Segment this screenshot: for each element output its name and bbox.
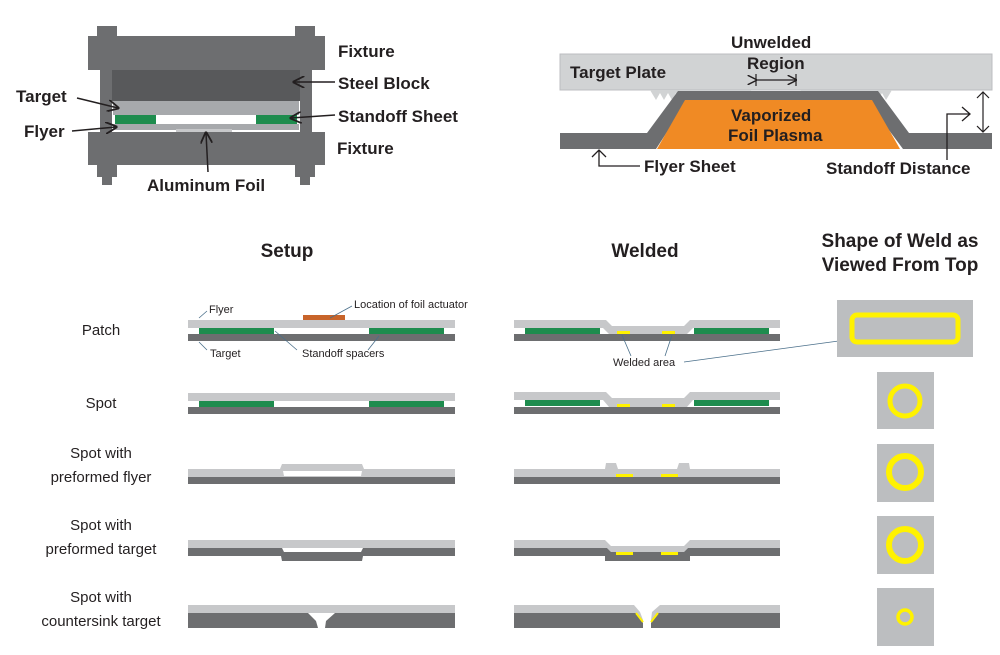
label-unwelded-region-2: Region — [747, 54, 805, 73]
row-label-preformed-target-1: Spot with — [70, 517, 132, 534]
row-label-countersink-1: Spot with — [70, 589, 132, 606]
bolt-top-left — [97, 26, 117, 38]
flyer-layer — [113, 124, 299, 130]
row-label-countersink-2: countersink target — [41, 613, 161, 630]
weld-ring-patch — [849, 312, 961, 345]
fixture-top-plate — [88, 36, 325, 70]
annotation-target: Target — [210, 348, 241, 360]
bolt-top-right — [295, 26, 315, 38]
post-right — [300, 70, 312, 132]
label-plasma-2: Foil Plasma — [728, 126, 823, 145]
row-label-preformed-flyer-2: preformed flyer — [51, 469, 152, 486]
patch-welded: Welded area — [514, 320, 847, 369]
label-flyer-sheet: Flyer Sheet — [644, 157, 736, 176]
row-label-patch: Patch — [82, 322, 120, 339]
steel-block — [112, 70, 300, 101]
standoff-right — [256, 115, 297, 124]
row-label-preformed-flyer-1: Spot with — [70, 445, 132, 462]
weld-ring-preformed-target — [886, 526, 924, 564]
row-label-spot: Spot — [86, 395, 118, 412]
label-steel-block: Steel Block — [338, 74, 430, 93]
spot-setup — [188, 393, 455, 414]
plasma-diagram: Unwelded Region Target Plate Vaporized F… — [559, 33, 993, 178]
fixture-diagram: Fixture Steel Block Target Standoff Shee… — [16, 26, 458, 195]
countersink-shape — [877, 588, 934, 646]
patch-shape — [837, 300, 973, 357]
flyer-arrow — [71, 127, 116, 131]
preformed-target-welded — [514, 540, 780, 561]
row-label-preformed-target-2: preformed target — [46, 541, 158, 558]
annotation-standoff-spacers: Standoff spacers — [302, 348, 385, 360]
weld-ring-spot — [887, 383, 923, 419]
standoff-left — [115, 115, 156, 124]
label-plasma-1: Vaporized — [731, 106, 811, 125]
header-setup: Setup — [261, 241, 314, 262]
annotation-welded-area: Welded area — [613, 357, 676, 369]
preformed-target-setup — [188, 540, 455, 561]
target-arrow — [76, 97, 118, 108]
preformed-flyer-setup — [188, 464, 455, 484]
preformed-target-shape — [877, 516, 934, 574]
flyer-sheet-leader — [591, 149, 640, 167]
label-unwelded-region-1: Unwelded — [731, 33, 811, 52]
spot-shape — [877, 372, 934, 429]
weld-ring-countersink — [896, 608, 914, 626]
header-shape-2: Viewed From Top — [822, 255, 979, 276]
label-standoff-sheet: Standoff Sheet — [338, 107, 458, 126]
flyer-sheet — [560, 91, 992, 149]
aluminum-foil — [176, 129, 232, 132]
weld-ring-preformed-flyer — [886, 453, 924, 491]
foil-arrow — [206, 133, 208, 173]
bolt-bottom-right — [295, 165, 315, 177]
patch-setup: Flyer Target Location of foil actuator S… — [188, 299, 468, 360]
header-welded: Welded — [611, 241, 678, 262]
label-aluminum-foil: Aluminum Foil — [147, 176, 265, 195]
target-layer — [113, 101, 299, 115]
label-flyer: Flyer — [24, 122, 65, 141]
label-standoff-distance: Standoff Distance — [826, 159, 971, 178]
bolt-bottom-left — [97, 165, 117, 177]
label-target-plate: Target Plate — [570, 63, 666, 82]
label-fixture-top: Fixture — [338, 42, 395, 61]
annotation-foil-actuator: Location of foil actuator — [354, 299, 468, 311]
label-target: Target — [16, 87, 67, 106]
annotation-flyer: Flyer — [209, 304, 234, 316]
preformed-flyer-shape — [877, 444, 934, 502]
standoff-distance-leader — [946, 106, 971, 160]
label-fixture-bottom: Fixture — [337, 139, 394, 158]
post-left — [100, 70, 112, 132]
standoff-arrow — [291, 115, 336, 118]
foil-actuator — [303, 315, 345, 320]
countersink-setup — [188, 605, 455, 628]
standoff-gap — [156, 115, 256, 124]
spot-welded — [514, 392, 780, 414]
countersink-welded — [514, 605, 780, 628]
preformed-flyer-welded — [514, 463, 780, 484]
header-shape-1: Shape of Weld as — [822, 231, 979, 252]
